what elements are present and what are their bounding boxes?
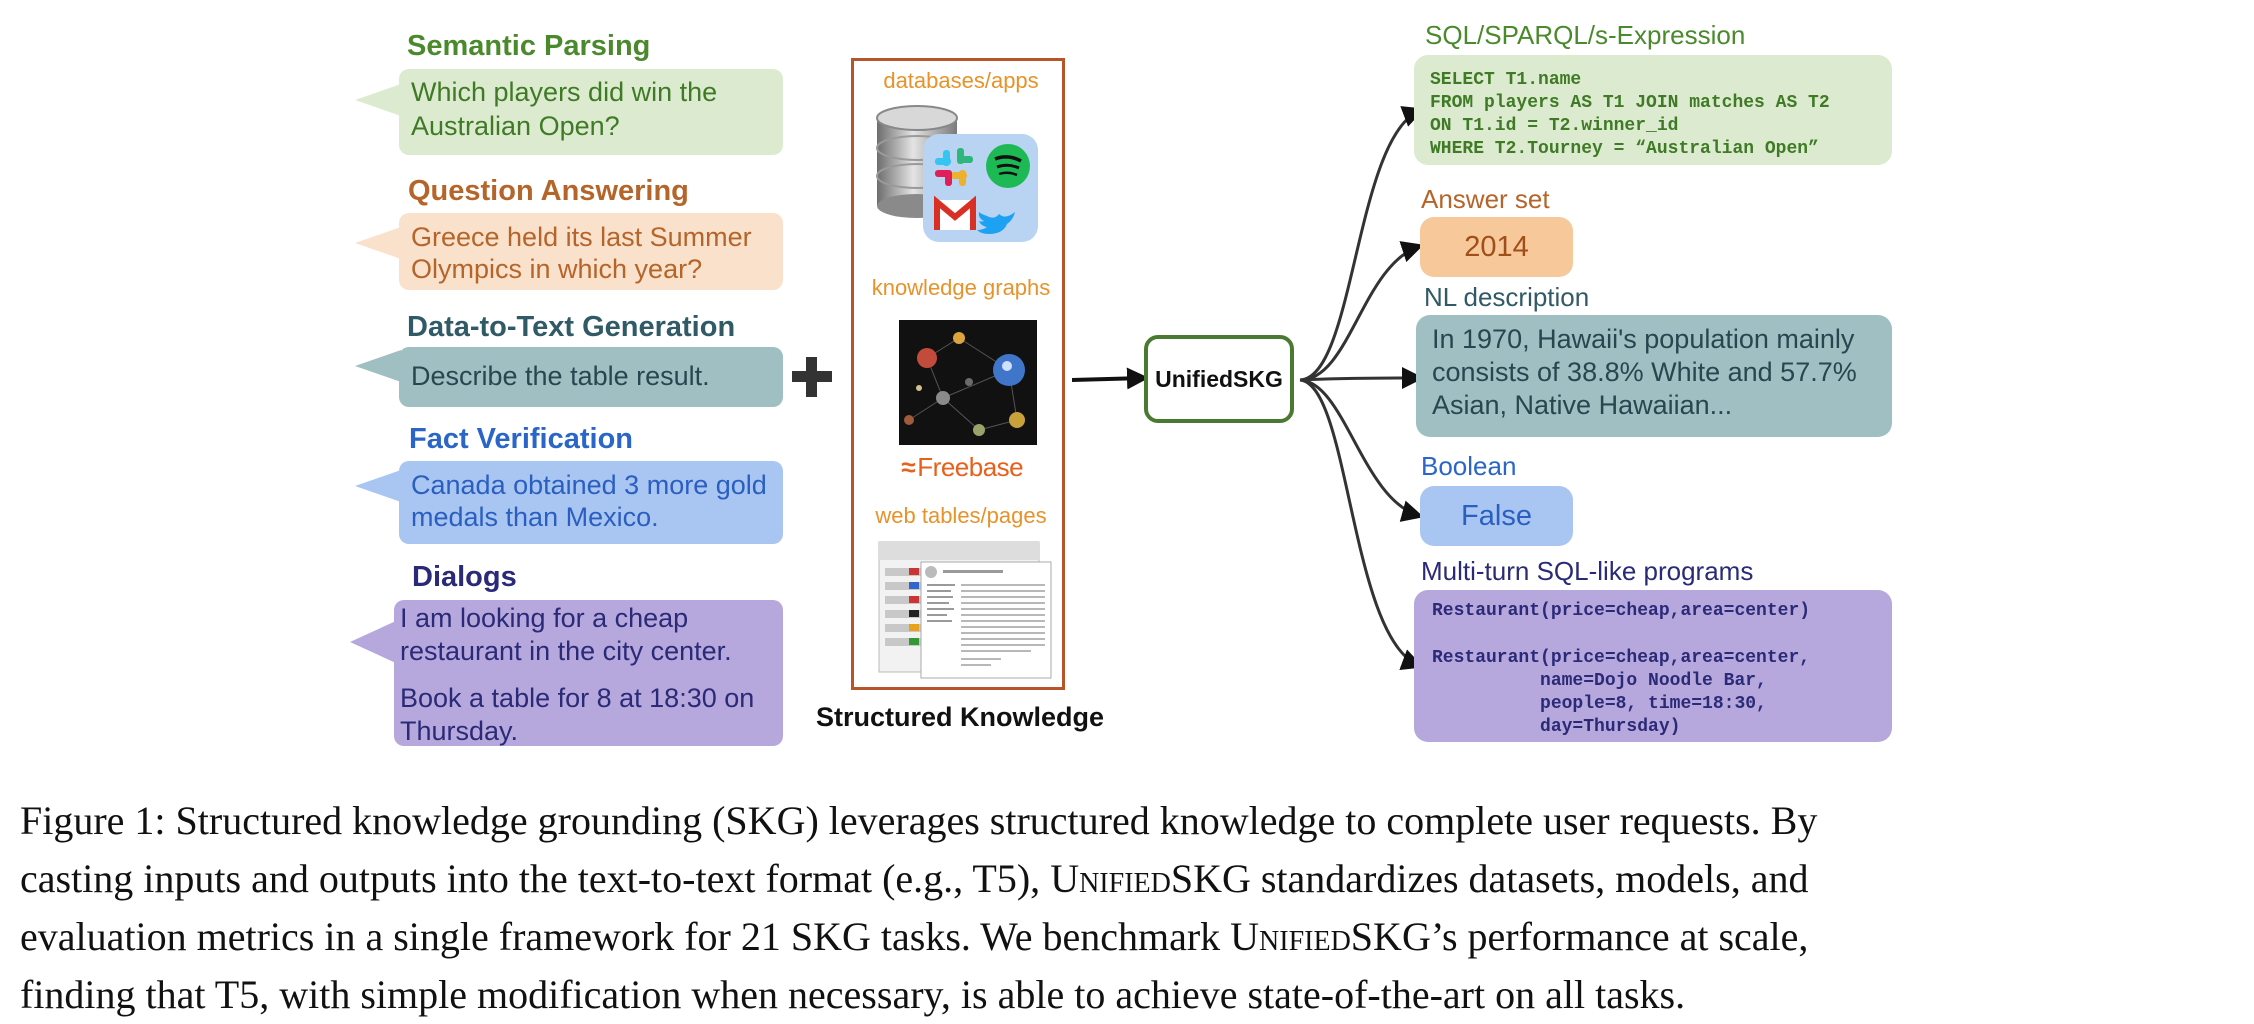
- unifiedskg-smallcaps: UnifiedSKG: [1050, 856, 1251, 901]
- sql-line: ON T1.id = T2.winner_id: [1430, 116, 1679, 136]
- sql-line: FROM players AS T1 JOIN matches AS T2: [1430, 93, 1830, 113]
- arrow-to-answer: [1299, 241, 1424, 382]
- program-turn-2: Restaurant(price=cheap,area=center, name…: [1432, 648, 1811, 737]
- web-tables-icon: [877, 538, 1053, 680]
- output-label-boolean: Boolean: [1421, 451, 1517, 481]
- task-title: Dialogs: [412, 561, 517, 593]
- unifiedskg-smallcaps: UnifiedSKG: [1230, 914, 1431, 959]
- model-name: UnifiedSKG: [1155, 365, 1283, 392]
- speech-tail: [350, 620, 398, 664]
- knowledge-graph-icon: [899, 320, 1037, 445]
- output-answer-box: 2014: [1420, 217, 1573, 277]
- task-input-bubble: I am looking for a cheap restaurant in t…: [394, 600, 783, 746]
- task-title: Fact Verification: [409, 423, 634, 455]
- output-label-nl: NL description: [1424, 282, 1590, 312]
- output-label-sql: SQL/SPARQL/s-Expression: [1425, 20, 1746, 50]
- arrow-to-multiturn: [1299, 378, 1424, 670]
- dialog-turn-1: I am looking for a cheap restaurant in t…: [400, 603, 732, 666]
- task-title: Semantic Parsing: [407, 30, 651, 62]
- knowledge-graphs-label: knowledge graphs: [871, 275, 1051, 300]
- sql-line: WHERE T2.Tourney = “Australian Open”: [1430, 139, 1819, 159]
- output-label-answer: Answer set: [1421, 184, 1550, 214]
- output-sql-box: SELECT T1.name FROM players AS T1 JOIN m…: [1414, 55, 1892, 165]
- speech-tail: [355, 84, 401, 116]
- knowledge-to-model-arrow: [1071, 367, 1149, 390]
- freebase-label: Freebase: [917, 452, 1024, 482]
- structured-knowledge-title: Structured Knowledge: [815, 702, 1105, 732]
- arrow-to-sql: [1299, 106, 1425, 382]
- output-label-multiturn: Multi-turn SQL-like programs: [1421, 556, 1754, 586]
- task-input-bubble: Which players did win the Australian Ope…: [399, 69, 783, 155]
- speech-tail: [355, 470, 401, 502]
- sql-line: SELECT T1.name: [1430, 70, 1582, 90]
- speech-tail: [355, 227, 401, 259]
- task-input-bubble: Canada obtained 3 more gold medals than …: [399, 461, 783, 544]
- freebase-logo: ≈Freebase: [901, 452, 1024, 482]
- databases-apps-icon: [875, 104, 1040, 244]
- task-input-bubble: Describe the table result.: [399, 347, 783, 407]
- dialog-turn-2: Book a table for 8 at 18:30 on Thursday.: [400, 683, 755, 746]
- task-input-bubble: Greece held its last Summer Olympics in …: [399, 213, 783, 290]
- web-tables-label: web tables/pages: [875, 503, 1047, 528]
- figure-caption: Figure 1: Structured knowledge grounding…: [20, 792, 2235, 1024]
- caption-line: casting inputs and outputs into the text…: [20, 856, 1809, 901]
- task-title: Data-to-Text Generation: [407, 311, 736, 343]
- output-multiturn-box: Restaurant(price=cheap,area=center) Rest…: [1414, 590, 1892, 742]
- output-boolean-box: False: [1420, 486, 1573, 546]
- unifiedskg-model-box: UnifiedSKG: [1144, 335, 1294, 423]
- caption-line: Figure 1: Structured knowledge grounding…: [20, 798, 1818, 843]
- structured-knowledge-box: [851, 58, 1065, 690]
- output-nl-box: In 1970, Hawaii's population mainly cons…: [1416, 315, 1892, 437]
- task-title: Question Answering: [408, 175, 689, 207]
- databases-apps-label: databases/apps: [883, 68, 1039, 93]
- speech-tail: [355, 350, 401, 382]
- caption-line: evaluation metrics in a single framework…: [20, 914, 1809, 959]
- arrow-to-nl: [1299, 367, 1424, 390]
- program-turn-1: Restaurant(price=cheap,area=center): [1432, 601, 1811, 621]
- arrow-to-boolean: [1299, 378, 1424, 522]
- caption-line: finding that T5, with simple modificatio…: [20, 972, 1686, 1017]
